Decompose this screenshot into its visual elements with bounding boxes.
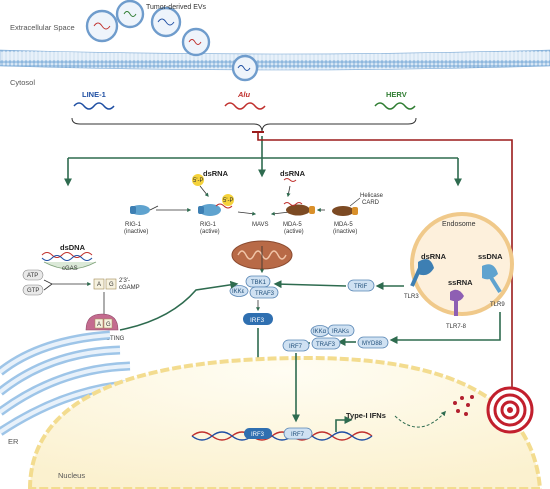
helicase-label: Helicase <box>360 193 384 199</box>
retroelement-bracket <box>71 117 417 133</box>
sting-right-label: STING <box>106 336 125 342</box>
irf3-nucleus-node <box>244 428 272 439</box>
alu-strand <box>224 102 266 110</box>
endosome <box>410 212 514 316</box>
cgas-enzyme <box>43 261 97 270</box>
ifn-particles <box>453 395 474 416</box>
sting-a-label: A <box>97 322 101 328</box>
cgamp-label-2: cGAMP <box>119 285 140 291</box>
iraks-label: IRAKs <box>332 329 349 335</box>
myd88-label: MYD88 <box>362 341 383 347</box>
mda5-active-label-2: (active) <box>284 229 304 235</box>
rig-mda-zone: 5'-P dsRNA dsRNA RIG-1 (inactive) 5'-P R… <box>124 169 384 235</box>
traf3b-label: TRAF3 <box>316 342 336 348</box>
irf7-cytosol-label: IRF7 <box>289 344 303 350</box>
cgas-label: cGAS <box>62 266 78 272</box>
rig1-active-label-1: RIG-1 <box>200 222 217 228</box>
cgamp-g-node <box>105 278 117 290</box>
mda5-active <box>283 202 315 216</box>
herv-label: HERV <box>386 90 407 99</box>
line1-strand <box>73 102 115 110</box>
plasma-membrane <box>0 49 550 71</box>
rig1-inactive-label-2: (inactive) <box>124 229 148 235</box>
rig1-inactive <box>130 205 159 215</box>
irf7-cytosol-node <box>282 339 310 352</box>
tlr9-label: TLR9 <box>490 302 505 308</box>
tlr-ssrna-label: ssRNA <box>448 278 473 287</box>
trif-label: TRIF <box>354 284 368 290</box>
cgamp-a-label: A <box>97 282 101 288</box>
cgamp-a-node <box>93 278 105 290</box>
endosome-label: Endosome <box>442 221 476 228</box>
herv-strand <box>374 102 416 110</box>
irf3-cytosol-node <box>243 313 273 325</box>
tlr78-label: TLR7-8 <box>446 324 467 330</box>
immune-response-target-icon <box>486 386 534 434</box>
alu-label: Alu <box>237 90 251 99</box>
traf3-node <box>249 286 279 299</box>
tlr9-receptor <box>482 264 502 294</box>
mda5-inactive-label-1: MDA-5 <box>334 222 353 228</box>
gtp-label: GTP <box>27 288 39 294</box>
tlr78-receptor <box>450 289 464 316</box>
mda5-inactive <box>332 206 358 216</box>
sting-g-label: G <box>106 322 111 328</box>
rig1-active-label-2: (active) <box>200 229 220 235</box>
dsrna-right-label: dsRNA <box>280 169 306 178</box>
ifn-secretion-arrow <box>394 410 446 428</box>
tbk1-complex: TBK1 IKKε TRAF3 <box>229 246 279 299</box>
ikka-label: IKKα <box>313 329 327 335</box>
mda5-inactive-label-2: (inactive) <box>333 229 357 235</box>
transcription-arrow <box>335 416 353 432</box>
irf7-nucleus-node <box>283 427 313 440</box>
nucleus <box>27 355 543 489</box>
dsdna-label: dsDNA <box>60 243 86 252</box>
ppp-left-label: 5'-P <box>193 178 203 184</box>
irf3-cytosol-label: IRF3 <box>250 317 264 324</box>
myd88-node <box>357 336 389 349</box>
atp-label: ATP <box>27 273 38 279</box>
tumor-evs <box>85 0 259 82</box>
line1-label: LINE-1 <box>82 90 106 99</box>
cgas-sting-zone: dsDNA cGAS ATP GTP A G 2'3'- cGAMP A G S… <box>22 243 239 342</box>
cytosol-label: Cytosol <box>10 78 35 87</box>
ikka-irak-complex: IKKα IRAKs TRAF3 <box>310 324 355 350</box>
rig1-active: 5'-P <box>198 194 234 216</box>
card-label: CARD <box>362 200 380 206</box>
sensor-branch-arrows <box>64 136 462 187</box>
genomic-dna <box>191 431 373 441</box>
tlr3-label: TLR3 <box>404 294 419 300</box>
gtp-node <box>22 284 44 296</box>
tbk1-label: TBK1 <box>251 280 267 286</box>
irf3-nucleus-label: IRF3 <box>251 432 265 438</box>
rig1-inactive-label-1: RIG-1 <box>125 222 142 228</box>
nucleus-label: Nucleus <box>58 471 85 480</box>
tlr-ssdna-label: ssDNA <box>478 252 503 261</box>
tlr-dsrna-label: dsRNA <box>421 252 447 261</box>
ikke-label: IKKε <box>232 289 245 295</box>
atp-node <box>22 269 44 281</box>
irf7-nucleus-label: IRF7 <box>291 432 305 438</box>
ppp-left-icon <box>192 174 204 186</box>
cgamp-label-1: 2'3'- <box>119 278 130 284</box>
extracellular-space-label: Extracellular Space <box>10 23 75 32</box>
mda5-active-label-1: MDA-5 <box>283 222 302 228</box>
evs-label: Tumor-derived EVs <box>146 4 207 11</box>
er-label: ER <box>8 437 19 446</box>
type1-ifn-label: Type-I IFNs <box>346 411 386 420</box>
retroelements: LINE-1 Alu HERV <box>71 90 417 133</box>
dsrna-left-label: dsRNA <box>203 169 229 178</box>
cgamp-g-label: G <box>109 282 114 288</box>
ppp-right-label: 5'-P <box>223 198 233 204</box>
trif-node <box>347 279 375 292</box>
tlr3-receptor <box>410 259 434 287</box>
traf3-label: TRAF3 <box>255 291 275 297</box>
mavs-label: MAVS <box>252 222 269 228</box>
